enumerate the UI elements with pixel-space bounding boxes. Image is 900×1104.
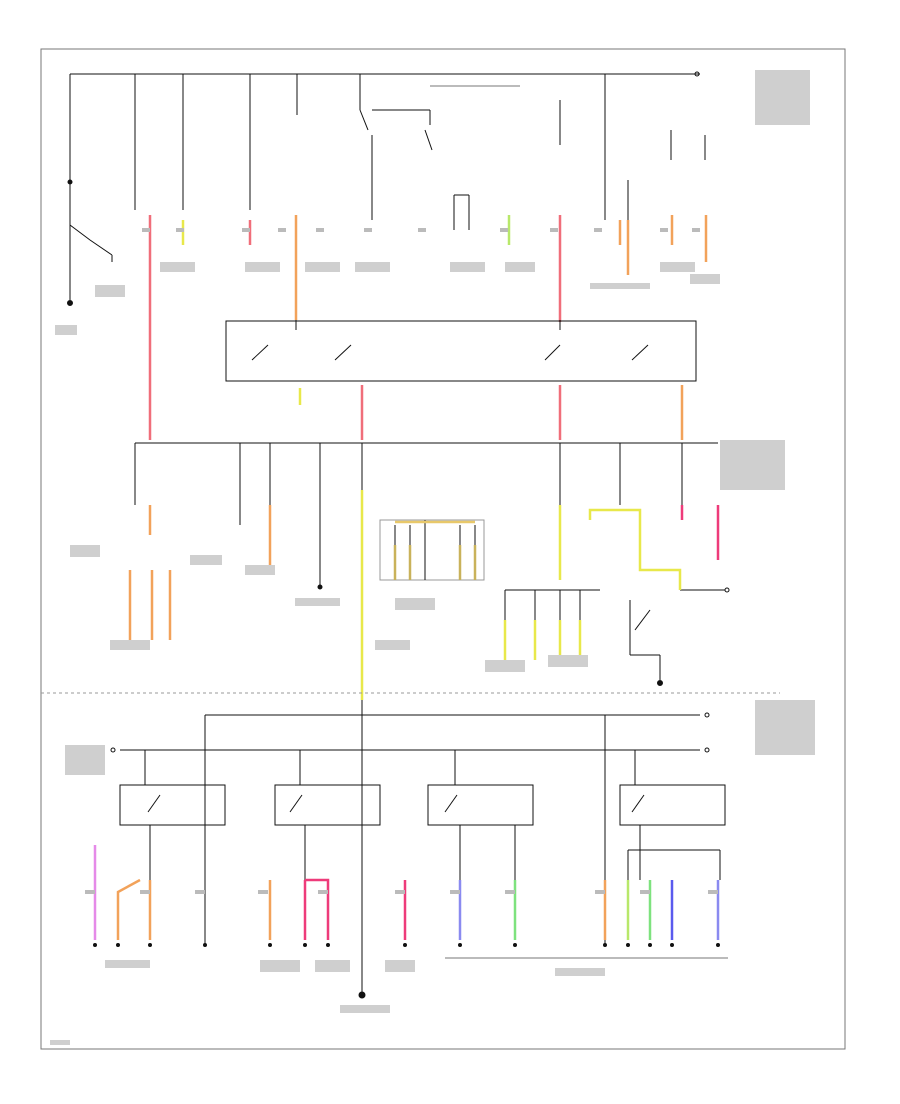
top-colored-wires bbox=[148, 215, 708, 440]
bottom-colored-wires bbox=[93, 845, 720, 940]
illegible-label-blocks bbox=[50, 70, 815, 1045]
relay-outputs bbox=[298, 385, 684, 440]
bottom-components bbox=[85, 890, 718, 894]
top-components bbox=[142, 228, 700, 232]
middle-section bbox=[134, 442, 730, 686]
top-section bbox=[67, 71, 706, 306]
middle-colored-wires bbox=[128, 490, 720, 700]
ignition-relay-box bbox=[225, 320, 697, 382]
diagram-border bbox=[40, 48, 846, 1050]
bottom-section bbox=[93, 700, 728, 999]
